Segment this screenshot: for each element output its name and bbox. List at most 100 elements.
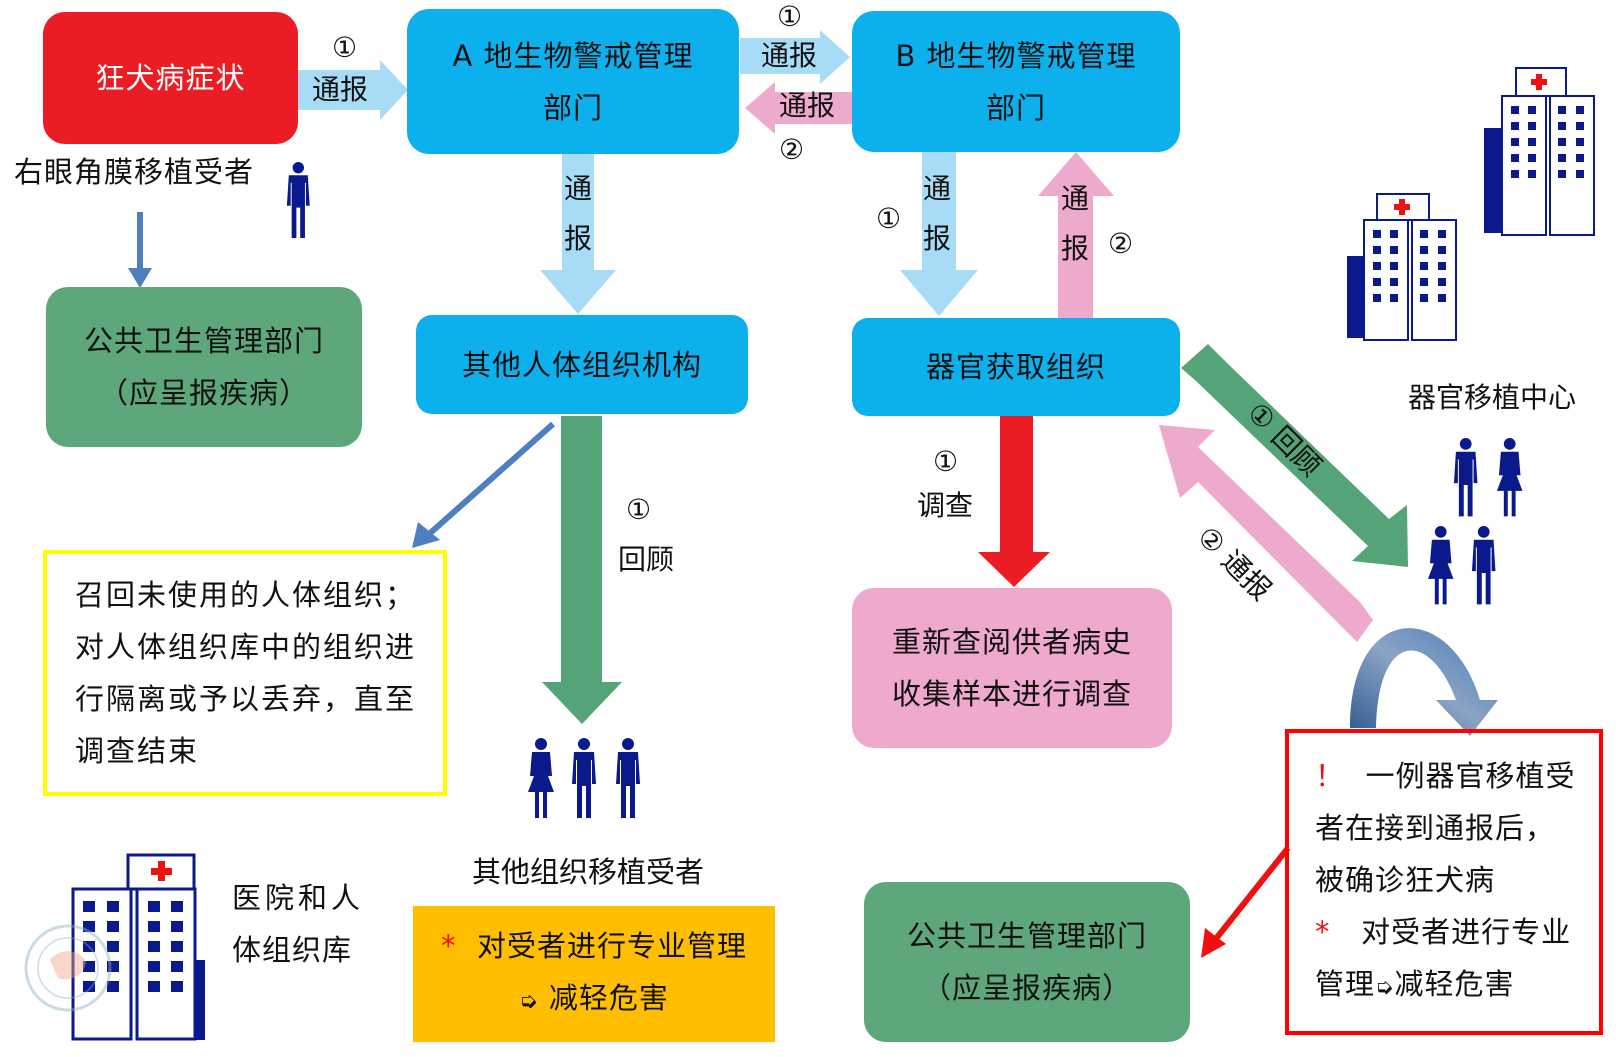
public-health-right-line2: （应呈报疾病） bbox=[921, 971, 1132, 1005]
arrow-agency-b-to-procurement bbox=[900, 152, 978, 316]
label-procurement-investigate: 调查 bbox=[917, 489, 974, 522]
arrow-transplant-center-to-procurement bbox=[1159, 425, 1373, 642]
right-arrow-icon: ➭ bbox=[519, 989, 539, 1014]
person-male-icon bbox=[572, 738, 596, 818]
arrow-agency-a-to-b bbox=[740, 30, 850, 84]
arrow-head-recall bbox=[412, 522, 440, 548]
cornea-recipient-label: 右眼角膜移植受者 bbox=[14, 155, 255, 189]
recall-line4: 调查结束 bbox=[75, 734, 200, 768]
recall-line3: 行隔离或予以丢弃，直至 bbox=[75, 682, 417, 716]
chinese-medical-association-logo-icon bbox=[24, 924, 112, 1012]
label-b-to-procurement: 通 报 bbox=[920, 164, 954, 264]
hospital-label-line1: 医院和人 bbox=[232, 881, 365, 915]
person-male-icon bbox=[616, 738, 640, 818]
review-history-node: 重新查阅供者病史 收集样本进行调查 bbox=[852, 588, 1172, 748]
arrow-agency-a-to-other-org bbox=[540, 154, 616, 314]
asterisk-marker: * bbox=[441, 929, 457, 963]
other-recipients-label: 其他组织移植受者 bbox=[472, 855, 705, 889]
person-male-icon bbox=[1453, 438, 1478, 517]
arrow-agency-b-to-a bbox=[745, 82, 860, 134]
alert-box: ！ 一例器官移植受 者在接到通报后， 被确诊狂犬病 * 对受者进行专业 管理➭减… bbox=[1285, 729, 1603, 1035]
recall-line1: 召回未使用的人体组织； bbox=[75, 578, 417, 612]
person-female-icon bbox=[528, 738, 554, 818]
agency-b-node: B 地生物警戒管理 部门 bbox=[852, 11, 1180, 152]
person-female-icon bbox=[1427, 526, 1454, 605]
orange-line1: * 对受者进行专业管理 bbox=[441, 920, 747, 972]
alert-line4: * 对受者进行专业 bbox=[1315, 906, 1571, 958]
person-male-icon bbox=[1471, 526, 1496, 605]
public-health-node-left: 公共卫生管理部门 （应呈报疾病） bbox=[46, 287, 362, 447]
agency-a-node: A 地生物警戒管理 部门 bbox=[407, 9, 739, 154]
people-icons-group bbox=[286, 162, 1523, 818]
alert-line4-text: 对受者进行专业 bbox=[1361, 915, 1572, 949]
step-symptom-to-a: ① bbox=[332, 31, 358, 64]
label-other-to-recipients: 回顾 bbox=[618, 543, 675, 576]
arrow-other-org-to-recipients bbox=[542, 416, 622, 724]
alert-line2: 者在接到通报后， bbox=[1315, 811, 1556, 845]
label-char: 报 bbox=[1060, 232, 1089, 265]
review-line2: 收集样本进行调查 bbox=[891, 677, 1132, 711]
agency-b-line1: B 地生物警戒管理 bbox=[895, 38, 1137, 73]
alert-line3: 被确诊狂犬病 bbox=[1315, 863, 1496, 897]
orange-line2: ➭ 减轻危害 bbox=[519, 972, 669, 1028]
right-arrow-icon: ➭ bbox=[1375, 975, 1395, 1000]
recall-line2: 对人体组织库中的组织进 bbox=[75, 630, 417, 664]
label-char: 通 bbox=[922, 172, 951, 205]
review-line1: 重新查阅供者病史 bbox=[891, 625, 1132, 659]
label-char: 通 bbox=[1060, 182, 1089, 215]
arrow-procurement-to-review bbox=[978, 416, 1050, 587]
hospital-icon bbox=[71, 853, 205, 1041]
step-b-to-procurement: ① bbox=[876, 202, 902, 235]
label-char: 报 bbox=[563, 222, 592, 255]
orange-line1-text: 对受者进行专业管理 bbox=[476, 929, 747, 963]
arrow-symptom-to-agency-a bbox=[298, 60, 408, 120]
agency-a-line2: 部门 bbox=[542, 90, 603, 125]
label-procurement-to-b: 通 报 bbox=[1058, 174, 1092, 274]
alert-line1: ！ 一例器官移植受 bbox=[1315, 750, 1575, 802]
other-tissue-org-node: 其他人体组织机构 bbox=[416, 315, 748, 414]
public-health-left-line2: （应呈报疾病） bbox=[98, 376, 309, 410]
public-health-node-right: 公共卫生管理部门 （应呈报疾病） bbox=[864, 882, 1190, 1042]
hospital-label-line2: 体组织库 bbox=[232, 933, 353, 967]
orange-line2-text: 减轻危害 bbox=[548, 981, 669, 1015]
hospital-tissue-bank-label: 医院和人 体组织库 bbox=[232, 872, 372, 976]
alert-line5b-text: 减轻危害 bbox=[1394, 967, 1515, 1001]
person-male-icon bbox=[286, 162, 310, 238]
step-b-to-a: ② bbox=[779, 133, 805, 166]
label-char: 报 bbox=[922, 222, 951, 255]
arrow-loop-recipient-diagnosed bbox=[1350, 628, 1498, 736]
label-a-to-other-org: 通 报 bbox=[561, 164, 595, 264]
public-health-right-line1: 公共卫生管理部门 bbox=[906, 919, 1147, 953]
alert-line1-text: 一例器官移植受 bbox=[1365, 759, 1576, 793]
arrow-alert-to-public-health bbox=[1212, 846, 1291, 942]
organ-procurement-text: 器官获取组织 bbox=[925, 350, 1106, 384]
step-procurement-investigate: ① bbox=[933, 445, 959, 478]
rabies-symptom-text: 狂犬病症状 bbox=[95, 61, 246, 95]
other-tissue-org-text: 其他人体组织机构 bbox=[461, 347, 702, 382]
hospital-icon bbox=[1347, 193, 1457, 341]
label-b-to-a: 通报 bbox=[779, 89, 836, 122]
arrow-procurement-to-agency-b bbox=[1038, 152, 1114, 318]
arrow-head-recipient bbox=[128, 268, 152, 288]
rabies-symptom-node: 狂犬病症状 bbox=[43, 12, 298, 144]
organ-procurement-node: 器官获取组织 bbox=[852, 318, 1180, 416]
hospital-icon bbox=[1484, 67, 1595, 236]
step-other-to-recipients: ① bbox=[626, 493, 652, 526]
recall-box: 召回未使用的人体组织； 对人体组织库中的组织进 行隔离或予以丢弃，直至 调查结束 bbox=[43, 550, 447, 796]
label-symptom-to-a: 通报 bbox=[312, 73, 369, 106]
arrow-head-alert bbox=[1201, 928, 1226, 958]
step-a-to-b: ① bbox=[777, 0, 803, 33]
asterisk-marker: * bbox=[1315, 915, 1331, 949]
label-char: 通 bbox=[563, 172, 592, 205]
person-female-icon bbox=[1496, 438, 1523, 517]
arrow-other-org-to-recall-box bbox=[426, 421, 555, 538]
arrow-procurement-to-transplant-center bbox=[1181, 344, 1408, 567]
agency-b-line2: 部门 bbox=[985, 90, 1046, 125]
public-health-left-line1: 公共卫生管理部门 bbox=[83, 324, 324, 358]
alert-line5: 管理➭减轻危害 bbox=[1315, 958, 1514, 1014]
transplant-center-label: 器官移植中心 bbox=[1408, 381, 1577, 414]
orange-management-box: * 对受者进行专业管理 ➭ 减轻危害 bbox=[413, 906, 775, 1042]
alert-line5a-text: 管理 bbox=[1315, 967, 1376, 1001]
agency-a-line1: A 地生物警戒管理 bbox=[452, 38, 694, 73]
